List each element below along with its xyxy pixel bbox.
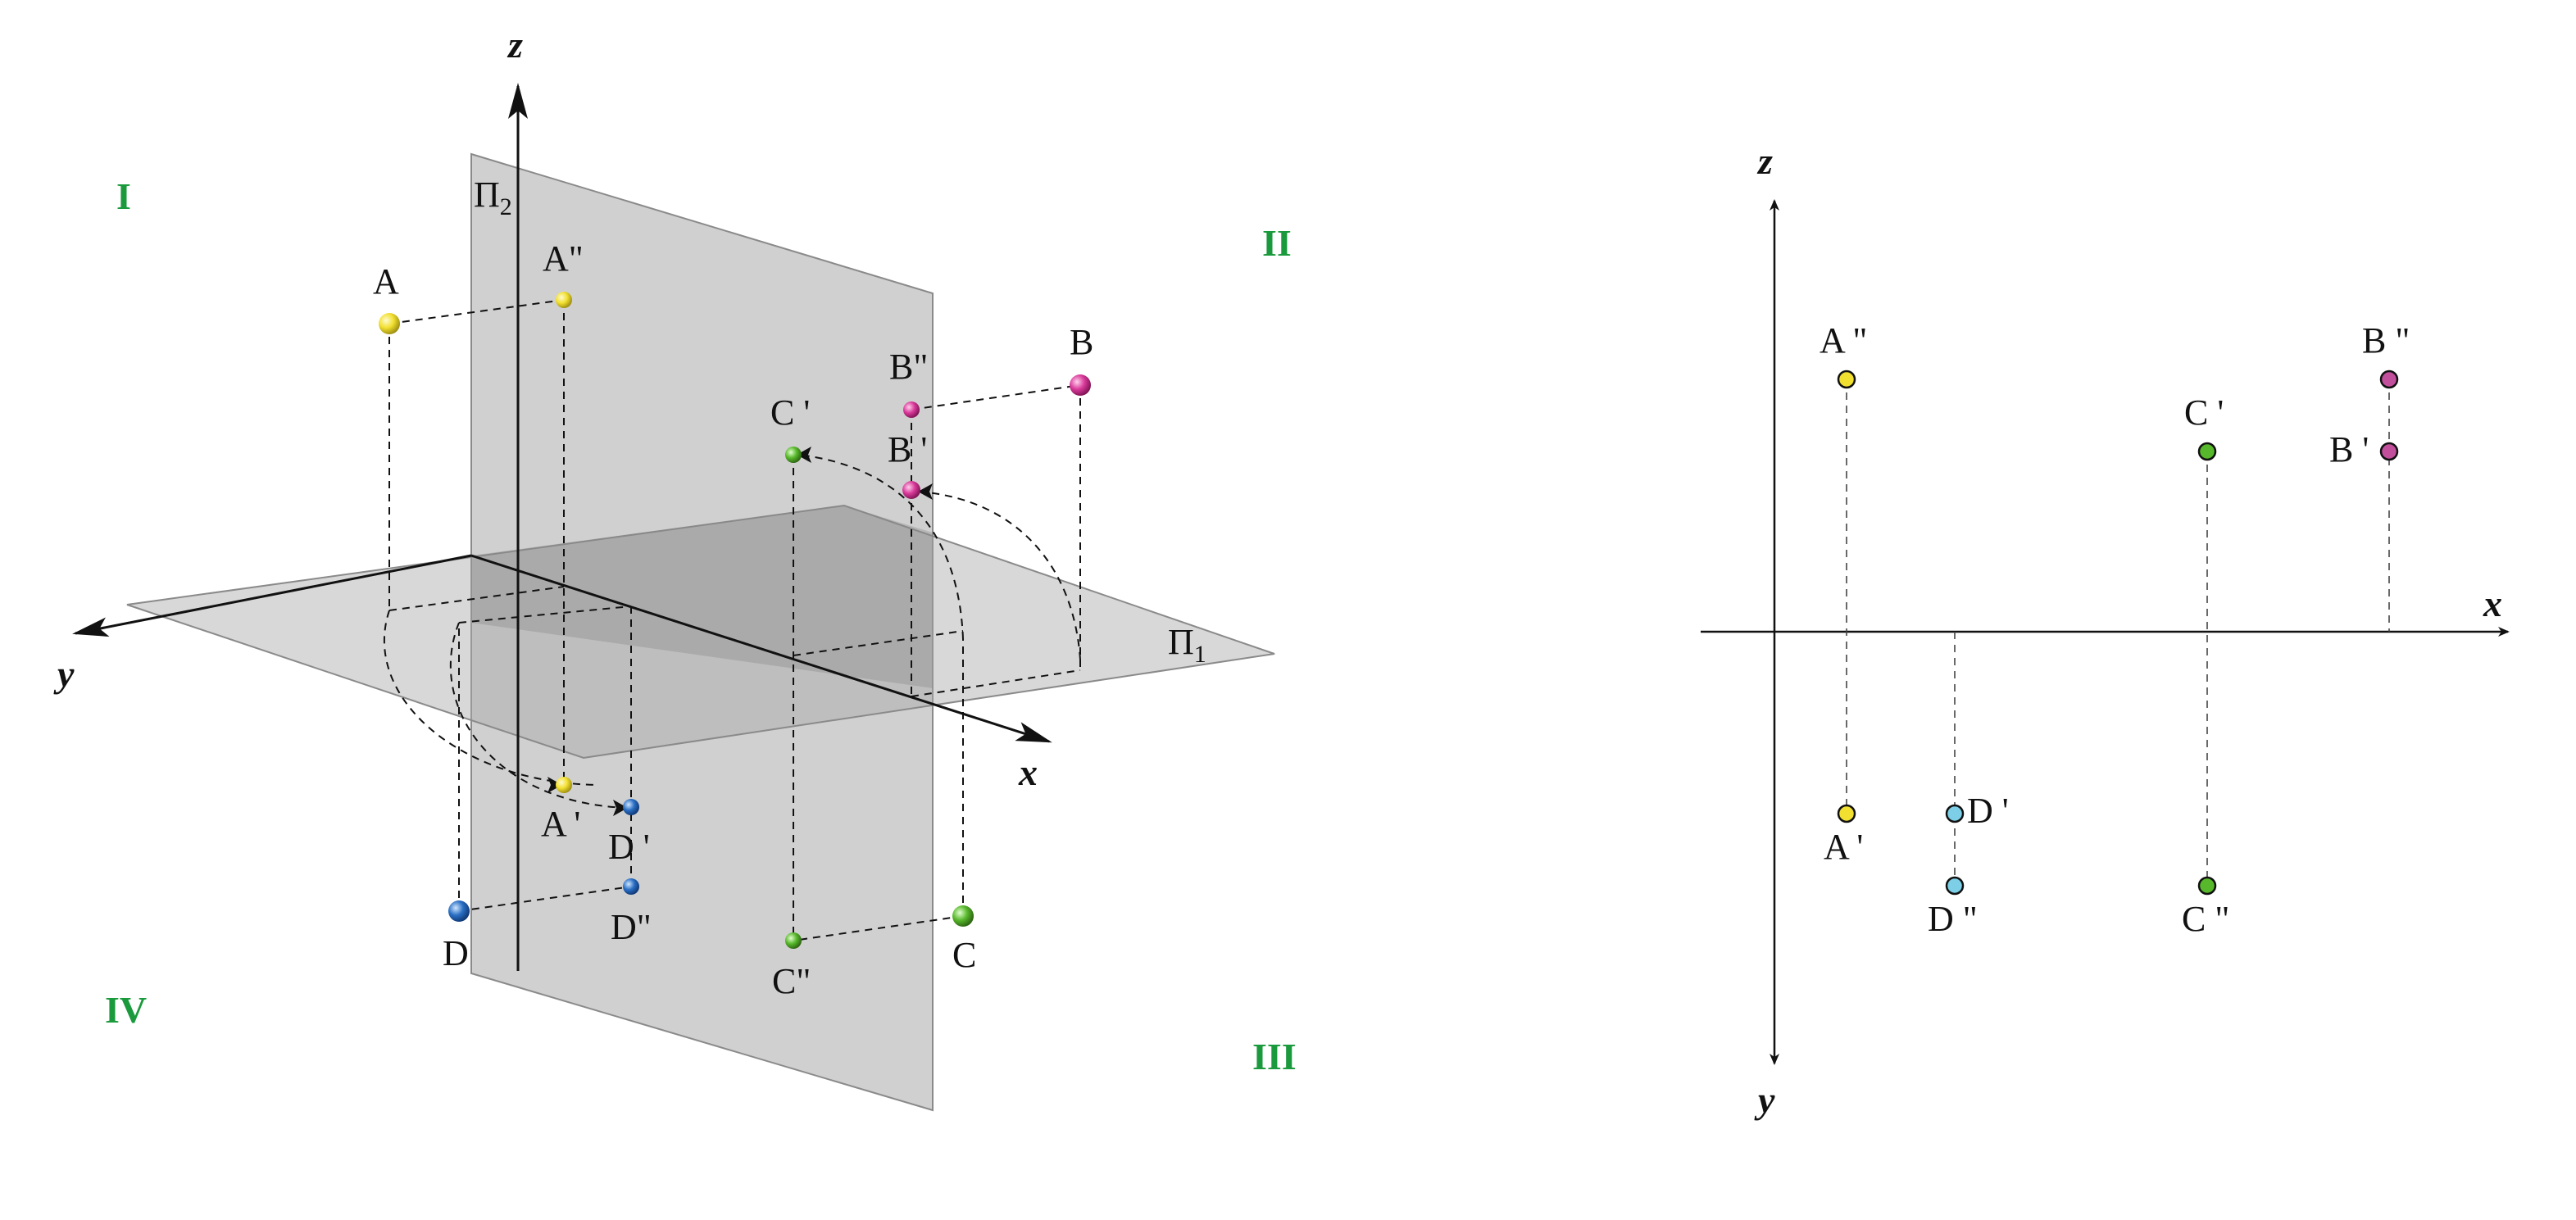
quadrant-label-II: II — [1262, 222, 1292, 264]
point-A2 — [556, 292, 572, 308]
label-A2: A" — [543, 238, 584, 279]
label-B: B — [1070, 322, 1093, 362]
label-D2: D" — [611, 907, 652, 947]
plane-pi2 — [470, 152, 934, 1112]
point-A1 — [556, 777, 572, 793]
label-D1-2d: D ' — [1967, 791, 2009, 831]
quadrant-label-III: III — [1252, 1036, 1297, 1077]
quadrant-label-I: I — [116, 175, 131, 217]
axis-label-x-2d: x — [2483, 583, 2502, 624]
axis-label-z-3d: z — [507, 24, 523, 66]
point-C1 — [785, 447, 802, 463]
right-2d-epure: A " A ' B " B ' C ' C " D ' D " z x y — [1701, 140, 2510, 1121]
point-D2 — [623, 878, 639, 895]
point-C2-2d — [2197, 876, 2217, 896]
point-C2 — [785, 932, 802, 949]
plane-pi1 — [126, 504, 1275, 760]
plane-label-pi2: Π2 — [474, 175, 512, 220]
quadrant-label-IV: IV — [105, 989, 147, 1031]
connection-lines-2d — [1846, 379, 2390, 886]
label-A2-2d: A " — [1820, 320, 1867, 361]
point-D1-2d — [1945, 804, 1965, 823]
label-A: A — [373, 261, 399, 302]
x-axis-3d — [470, 554, 1052, 743]
point-C — [952, 905, 974, 927]
point-A1-2d — [1837, 804, 1856, 823]
axis-label-y-2d: y — [1754, 1079, 1775, 1121]
left-3d-view: A A" A ' B B" B ' C ' C C" D D" D ' z y … — [53, 24, 1297, 1112]
rotation-arrowheads — [547, 447, 933, 816]
axis-label-z-2d: z — [1756, 140, 1773, 182]
point-B — [1070, 374, 1091, 396]
point-D1 — [623, 799, 639, 815]
point-B1-2d — [2379, 442, 2399, 461]
point-D2-2d — [1945, 876, 1965, 896]
label-B2-2d: B " — [2362, 320, 2410, 361]
point-C1-2d — [2197, 442, 2217, 461]
label-C2: C" — [772, 961, 811, 1001]
point-A — [379, 313, 400, 334]
y-axis-3d — [72, 554, 472, 637]
point-A2-2d — [1837, 370, 1856, 389]
axis-label-y-3d: y — [53, 653, 75, 695]
point-B2-2d — [2379, 370, 2399, 389]
label-B2: B" — [889, 347, 928, 387]
point-D — [448, 900, 470, 922]
label-A1-2d: A ' — [1824, 827, 1863, 867]
label-C2-2d: C " — [2182, 899, 2229, 939]
label-C: C — [952, 935, 976, 975]
label-D2-2d: D " — [1928, 899, 1978, 939]
label-D1: D ' — [608, 827, 650, 867]
label-A1: A ' — [541, 804, 580, 844]
label-D: D — [443, 933, 469, 973]
label-B1: B ' — [888, 429, 927, 469]
label-C1-2d: C ' — [2184, 392, 2224, 433]
projection-lines-3d — [384, 299, 1081, 941]
axis-label-x-3d: x — [1018, 751, 1038, 793]
plane-overlap — [471, 506, 933, 688]
plane-label-pi1: Π1 — [1168, 622, 1206, 668]
point-B1 — [902, 481, 920, 499]
label-C1: C ' — [770, 392, 810, 433]
label-B1-2d: B ' — [2329, 429, 2369, 469]
point-B2 — [903, 401, 920, 418]
